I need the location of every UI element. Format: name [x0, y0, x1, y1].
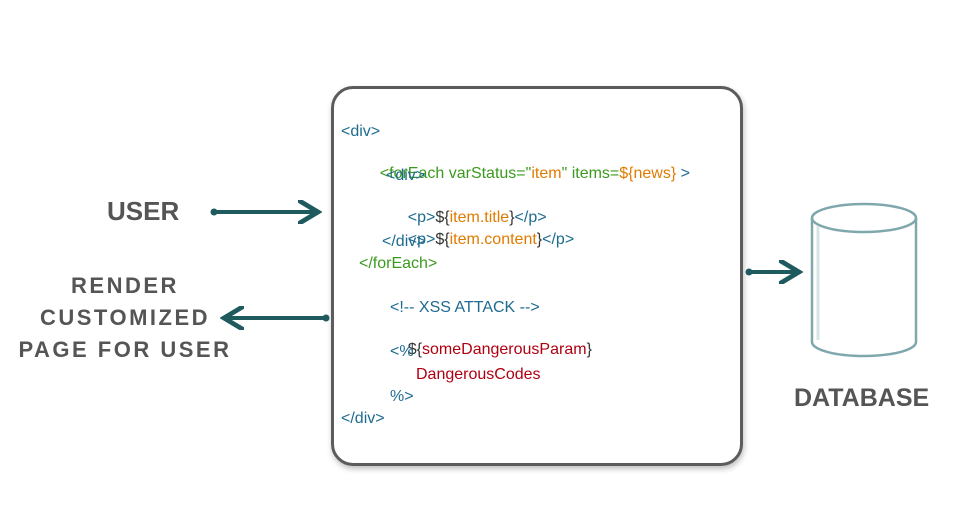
code-item-value: item	[531, 165, 562, 182]
render-line-2: CUSTOMIZED	[39, 305, 211, 330]
code-item-content: item.content	[449, 231, 537, 248]
code-expr-close: }	[586, 341, 592, 358]
code-expr-close: }	[536, 231, 543, 248]
code-foreach-open: <forEach varStatus="	[379, 165, 532, 182]
code-expr-close: }	[509, 209, 515, 226]
code-line-5: <p>${item.content}</p>	[390, 210, 574, 270]
code-line-8: <!-- XSS ATTACK -->	[390, 299, 540, 316]
code-line-3: <div>	[386, 167, 426, 184]
code-line-13: </div>	[341, 410, 385, 427]
code-p-close: </p>	[514, 209, 547, 226]
code-line-12: %>	[390, 388, 414, 405]
code-line-11: DangerousCodes	[416, 366, 541, 383]
code-line-7: </forEach>	[359, 255, 438, 272]
code-p-open: <p>	[407, 231, 436, 248]
code-items-attr: " items=	[561, 165, 620, 182]
code-expr-open: ${	[407, 341, 423, 358]
database-label: DATABASE	[794, 384, 930, 412]
code-news-expr: ${news}	[619, 165, 677, 182]
code-expr-open: ${	[435, 209, 450, 226]
code-p-close: </p>	[542, 231, 575, 248]
user-label: USER	[107, 196, 180, 226]
database-cylinder-icon	[810, 202, 918, 358]
code-line-1: <div>	[341, 123, 381, 140]
code-line-2: <forEach varStatus="item" items=${news} …	[362, 144, 690, 204]
code-line-10: <%	[390, 343, 414, 360]
code-line-9: ${someDangerousParam}	[390, 320, 592, 380]
code-line-4: <p>${item.title}</p>	[390, 188, 547, 248]
code-expr-open: ${	[435, 231, 450, 248]
code-box: <div> <forEach varStatus="item" items=${…	[331, 86, 743, 466]
code-p-open: <p>	[407, 209, 436, 226]
code-dangerous-param: someDangerousParam	[422, 341, 587, 358]
code-foreach-close-bracket: >	[676, 165, 690, 182]
render-line-3: PAGE FOR USER	[18, 337, 232, 362]
code-line-6: </div>	[382, 233, 426, 250]
render-label: RENDER CUSTOMIZED PAGE FOR USER	[10, 270, 240, 366]
code-item-title: item.title	[449, 209, 510, 226]
render-line-1: RENDER	[71, 273, 179, 298]
